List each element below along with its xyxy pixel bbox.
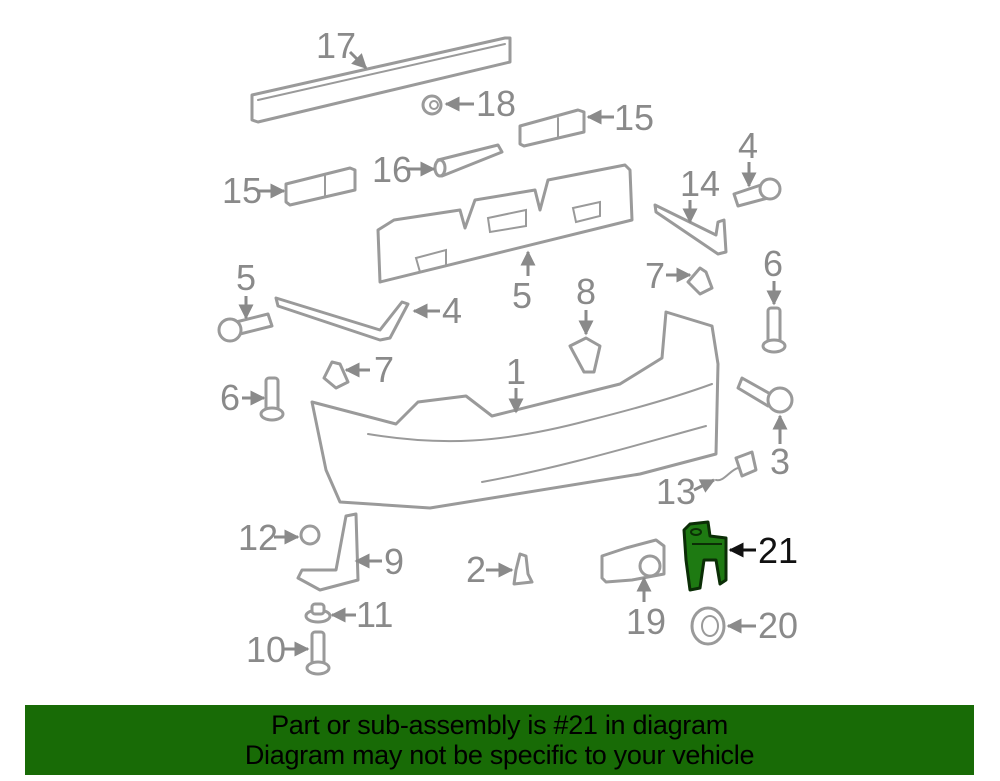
part-11-grommet[interactable] [304, 602, 332, 624]
callout-4b: 4 [442, 290, 462, 331]
callout-10: 10 [246, 629, 286, 670]
part-9-support-bracket[interactable] [296, 512, 360, 592]
banner-line-part: Part or sub-assembly is #21 in diagram [271, 710, 728, 740]
callout-9: 9 [384, 541, 404, 582]
part-7-retainer-right[interactable] [686, 266, 714, 296]
callout-16: 16 [372, 149, 412, 190]
callout-6b: 6 [220, 377, 240, 418]
callout-14: 5 [512, 275, 532, 316]
callout-4a: 14 [680, 163, 720, 204]
callout-17: 17 [316, 25, 356, 66]
parts-diagram: 17 18 15 15 16 5 4 1 [217, 25, 798, 676]
callout-5a: 4 [738, 125, 758, 166]
arrow-13 [693, 478, 716, 493]
callout-6a: 6 [763, 243, 783, 284]
part-5-bolt-left[interactable] [217, 312, 274, 343]
callout-7a: 7 [645, 255, 665, 296]
part-8-bracket[interactable] [568, 336, 602, 374]
callout-1: 1 [506, 351, 526, 392]
part-6-screw-left[interactable] [259, 376, 285, 422]
arrow-17 [348, 50, 368, 70]
callout-3: 3 [770, 441, 790, 482]
part-2-clip[interactable] [512, 552, 534, 586]
part-3-bolt[interactable] [736, 376, 794, 414]
part-20-sensor-ring[interactable] [690, 606, 726, 646]
part-18-nut[interactable] [421, 94, 443, 116]
callout-13: 13 [656, 471, 696, 512]
banner-line-disclaimer: Diagram may not be specific to your vehi… [244, 740, 755, 770]
part-1-bumper-cover[interactable] [310, 310, 720, 510]
callout-8: 8 [576, 271, 596, 312]
part-16-spacer[interactable] [433, 143, 504, 178]
callout-20: 20 [758, 605, 798, 646]
part-21-sensor-retainer-highlighted[interactable] [682, 520, 728, 592]
callout-12: 12 [238, 517, 278, 558]
info-banner: Part or sub-assembly is #21 in diagram D… [25, 705, 974, 775]
callout-18: 18 [476, 83, 516, 124]
part-4-side-bracket-left[interactable] [274, 296, 410, 342]
callout-19: 19 [626, 601, 666, 642]
part-7-retainer-left[interactable] [322, 360, 350, 390]
part-10-screw[interactable] [305, 630, 331, 676]
callout-2: 2 [466, 549, 486, 590]
part-4-side-bracket-right[interactable] [653, 203, 728, 256]
callout-15a: 15 [614, 97, 654, 138]
part-14-energy-absorber[interactable] [376, 163, 634, 284]
part-17-reinforcement-bar[interactable] [250, 36, 512, 124]
part-12-nut[interactable] [299, 524, 321, 546]
part-13-wire-harness[interactable] [715, 450, 758, 482]
callout-15b: 15 [222, 170, 262, 211]
part-15-absorber-left[interactable] [284, 166, 357, 207]
part-5-bolt-right[interactable] [732, 177, 782, 208]
callout-21: 21 [758, 530, 798, 571]
part-19-park-sensor[interactable] [600, 538, 666, 584]
callout-5b: 5 [236, 257, 256, 298]
callout-11: 11 [356, 594, 393, 635]
part-15-absorber-right[interactable] [518, 108, 586, 148]
callout-7b: 7 [374, 349, 394, 390]
part-6-screw-right[interactable] [761, 306, 787, 354]
